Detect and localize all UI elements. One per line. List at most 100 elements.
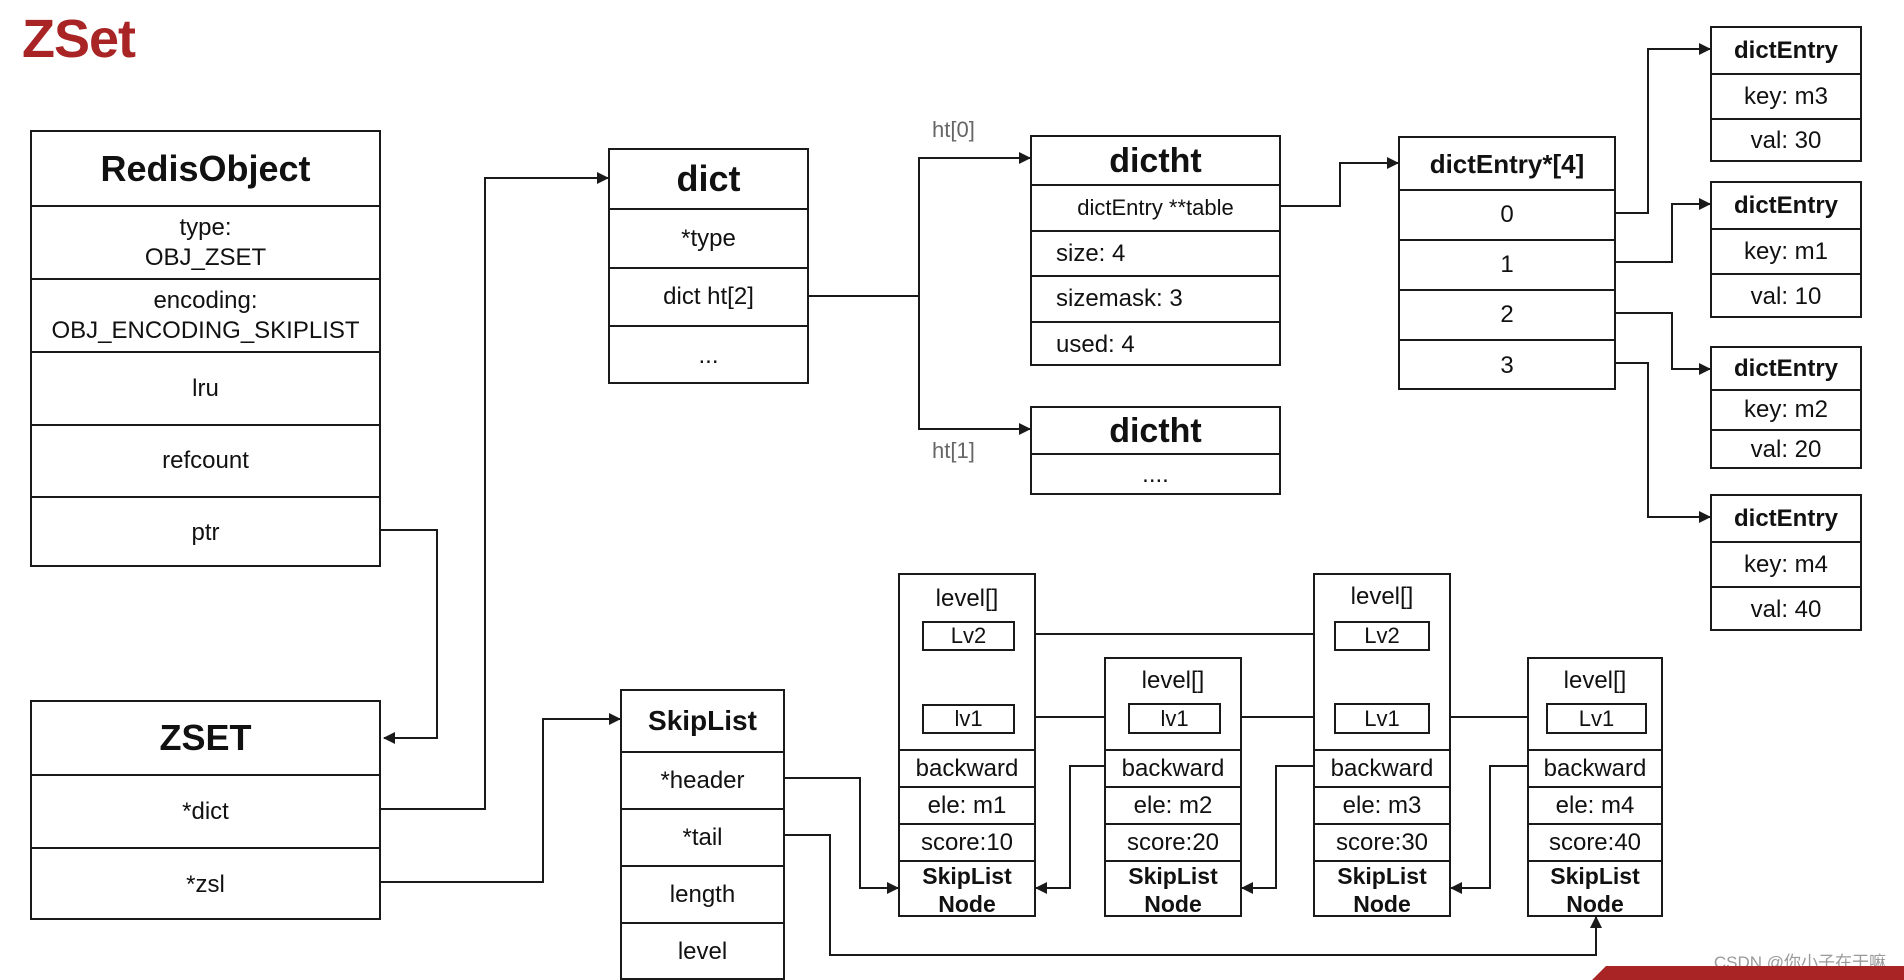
redis-object-ptr-field: ptr	[32, 496, 379, 567]
dict-entry-val: val: 40	[1712, 586, 1860, 631]
dict-entry-m1: dictEntry key: m1 val: 10	[1710, 181, 1862, 318]
node-level-lv2: Lv2	[1334, 621, 1430, 651]
skiplist-node-m1: level[] Lv2 lv1 backward ele: m1 score:1…	[898, 573, 1036, 917]
node-level-label: level[]	[1141, 667, 1205, 694]
dict-entry-header: dictEntry	[1733, 36, 1838, 64]
dict-more-field: ...	[610, 325, 807, 384]
node-level-lv2: Lv2	[922, 621, 1015, 651]
node-backward-field: backward	[900, 749, 1034, 786]
redis-object-type-field: type: OBJ_ZSET	[32, 205, 379, 278]
dictht-0-header: dictht	[1109, 141, 1202, 180]
arrow-bucket2-to-entry-m2	[1616, 312, 1711, 375]
dict-entry-key: key: m4	[1712, 541, 1860, 586]
zset-struct: ZSET *dict *zsl	[30, 700, 381, 920]
node-score-field: score:10	[900, 823, 1034, 860]
ht0-label: ht[0]	[932, 117, 975, 142]
skiplist-node-m4: level[] Lv1 backward ele: m4 score:40 Sk…	[1527, 657, 1663, 917]
node-level-lv1: lv1	[1128, 703, 1221, 734]
node-backward-field: backward	[1315, 749, 1449, 786]
arrow-bucket0-to-entry-m3	[1616, 43, 1711, 214]
node-footer: SkipList Node	[1106, 860, 1240, 917]
zset-dict-field: *dict	[32, 774, 379, 847]
arrow-zset-dict-to-dict	[381, 172, 609, 810]
arrow-node3-backward-to-node2	[1241, 765, 1313, 894]
node-level-label: level[]	[1563, 667, 1627, 694]
skiplist-tail-ptr-field: *tail	[622, 808, 783, 865]
dictht-1-struct: dictht ....	[1030, 406, 1281, 495]
node-ele-field: ele: m2	[1106, 786, 1240, 823]
bucket-3: 3	[1400, 339, 1614, 390]
dict-entry-header: dictEntry	[1733, 354, 1838, 382]
node-score-field: score:30	[1315, 823, 1449, 860]
redis-object-encoding-field: encoding: OBJ_ENCODING_SKIPLIST	[32, 278, 379, 351]
diagram-title: ZSet	[22, 9, 136, 69]
dictht-1-header: dictht	[1109, 411, 1202, 450]
dictht-0-sizemask-field: sizemask: 3	[1032, 275, 1279, 321]
arrow-node4-backward-to-node3	[1450, 765, 1527, 894]
node-level-lv1: Lv1	[1334, 703, 1430, 734]
skiplist-struct: SkipList *header *tail length level	[620, 689, 785, 980]
arrow-zset-zsl-to-skiplist	[381, 713, 621, 883]
dict-entry-m3: dictEntry key: m3 val: 30	[1710, 26, 1862, 162]
node-ele-field: ele: m3	[1315, 786, 1449, 823]
node-backward-field: backward	[1529, 749, 1661, 786]
bucket-array-header: dictEntry*[4]	[1429, 148, 1585, 179]
dict-struct: dict *type dict ht[2] ...	[608, 148, 809, 384]
bucket-1: 1	[1400, 239, 1614, 289]
dict-entry-header: dictEntry	[1733, 191, 1838, 219]
dictht-0-used-field: used: 4	[1032, 321, 1279, 366]
dict-entry-key: key: m2	[1712, 389, 1860, 429]
node-footer: SkipList Node	[1315, 860, 1449, 917]
node-level-label: level[]	[1350, 583, 1414, 610]
decorative-red-banner	[1592, 966, 1904, 980]
skiplist-header-ptr-field: *header	[622, 751, 783, 808]
arrow-node2-backward-to-node1	[1035, 765, 1104, 894]
dictht-0-size-field: size: 4	[1032, 230, 1279, 275]
node-footer: SkipList Node	[1529, 860, 1661, 917]
skiplist-header: SkipList	[648, 705, 757, 736]
redis-object-header: RedisObject	[100, 147, 311, 189]
bucket-2: 2	[1400, 289, 1614, 339]
node-ele-field: ele: m4	[1529, 786, 1661, 823]
dictht-1-more-field: ....	[1032, 453, 1279, 495]
node-backward-field: backward	[1106, 749, 1240, 786]
node-score-field: score:40	[1529, 823, 1661, 860]
dictht-0-struct: dictht dictEntry **table size: 4 sizemas…	[1030, 135, 1281, 366]
zset-header: ZSET	[159, 717, 252, 758]
dict-header: dict	[676, 158, 741, 199]
arrow-ht0-to-dictht	[918, 152, 1031, 429]
dict-entry-val: val: 30	[1712, 118, 1860, 162]
dict-entry-m2: dictEntry key: m2 val: 20	[1710, 346, 1862, 469]
node-level-label: level[]	[935, 585, 999, 612]
node-ele-field: ele: m1	[900, 786, 1034, 823]
dict-entry-val: val: 20	[1712, 429, 1860, 469]
redis-object-refcount-field: refcount	[32, 424, 379, 496]
bucket-0: 0	[1400, 189, 1614, 239]
dict-entry-val: val: 10	[1712, 273, 1860, 318]
node-score-field: score:20	[1106, 823, 1240, 860]
dictht-0-table-field: dictEntry **table	[1032, 184, 1279, 230]
arrow-ht1-to-dictht	[918, 296, 1031, 435]
node-level-lv1: lv1	[922, 704, 1015, 734]
redis-object-struct: RedisObject type: OBJ_ZSET encoding: OBJ…	[30, 130, 381, 567]
dict-entry-key: key: m1	[1712, 228, 1860, 273]
arrow-bucket3-to-entry-m4	[1616, 362, 1711, 523]
dict-entry-header: dictEntry	[1733, 504, 1838, 532]
arrow-header-to-node1	[785, 777, 899, 894]
redis-object-lru-field: lru	[32, 351, 379, 424]
dict-entry-m4: dictEntry key: m4 val: 40	[1710, 494, 1862, 631]
zset-zsl-field: *zsl	[32, 847, 379, 920]
ht1-label: ht[1]	[932, 438, 975, 463]
banner-shape	[1592, 966, 1904, 980]
arrow-ptr-to-zset	[381, 529, 438, 744]
dict-type-field: *type	[610, 208, 807, 267]
node-footer: SkipList Node	[900, 860, 1034, 917]
bucket-array-struct: dictEntry*[4] 0 1 2 3	[1398, 136, 1616, 390]
arrow-tail-to-node4	[785, 834, 1602, 956]
skiplist-length-field: length	[622, 865, 783, 922]
skiplist-node-m2: level[] lv1 backward ele: m2 score:20 Sk…	[1104, 657, 1242, 917]
skiplist-level-field: level	[622, 922, 783, 980]
dict-ht-field: dict ht[2]	[610, 267, 807, 325]
skiplist-node-m3: level[] Lv2 Lv1 backward ele: m3 score:3…	[1313, 573, 1451, 917]
